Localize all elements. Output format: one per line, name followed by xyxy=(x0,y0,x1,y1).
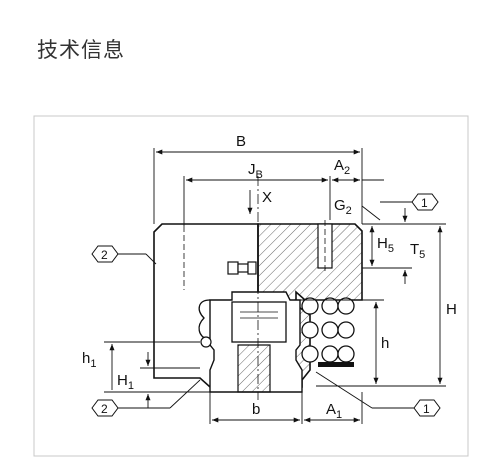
label-h: h xyxy=(381,335,389,352)
label-b: b xyxy=(252,401,260,418)
seal-strip xyxy=(318,362,354,367)
label-T5: T5 xyxy=(410,241,425,261)
callout-2-bottom: 2 xyxy=(91,399,119,417)
left-hole xyxy=(200,336,212,348)
rail-left-profile xyxy=(198,299,211,341)
drawing-frame xyxy=(33,115,469,457)
callout-2-left: 2 xyxy=(91,245,119,263)
rail-body-hatch xyxy=(237,344,271,393)
label-X: X xyxy=(262,189,272,206)
lube-nipple xyxy=(227,261,257,275)
label-H: H xyxy=(446,301,457,318)
label-H1: H1 xyxy=(117,372,134,392)
label-H5: H5 xyxy=(377,235,394,255)
svg-text:1: 1 xyxy=(423,402,430,416)
label-B: B xyxy=(236,133,246,150)
callout-1-top: 1 xyxy=(411,193,439,211)
label-A1: A1 xyxy=(326,401,342,421)
label-JB: JB xyxy=(248,161,263,181)
rail-bolt-head xyxy=(231,301,287,343)
callout-1-bottom: 1 xyxy=(413,399,441,417)
label-A2: A2 xyxy=(334,157,350,177)
label-G2: G2 xyxy=(334,197,352,217)
label-h1: h1 xyxy=(82,350,96,370)
svg-text:1: 1 xyxy=(421,196,428,210)
svg-text:2: 2 xyxy=(101,248,108,262)
ball-row xyxy=(301,297,355,363)
page-title: 技术信息 xyxy=(37,38,125,62)
svg-text:2: 2 xyxy=(101,402,108,416)
